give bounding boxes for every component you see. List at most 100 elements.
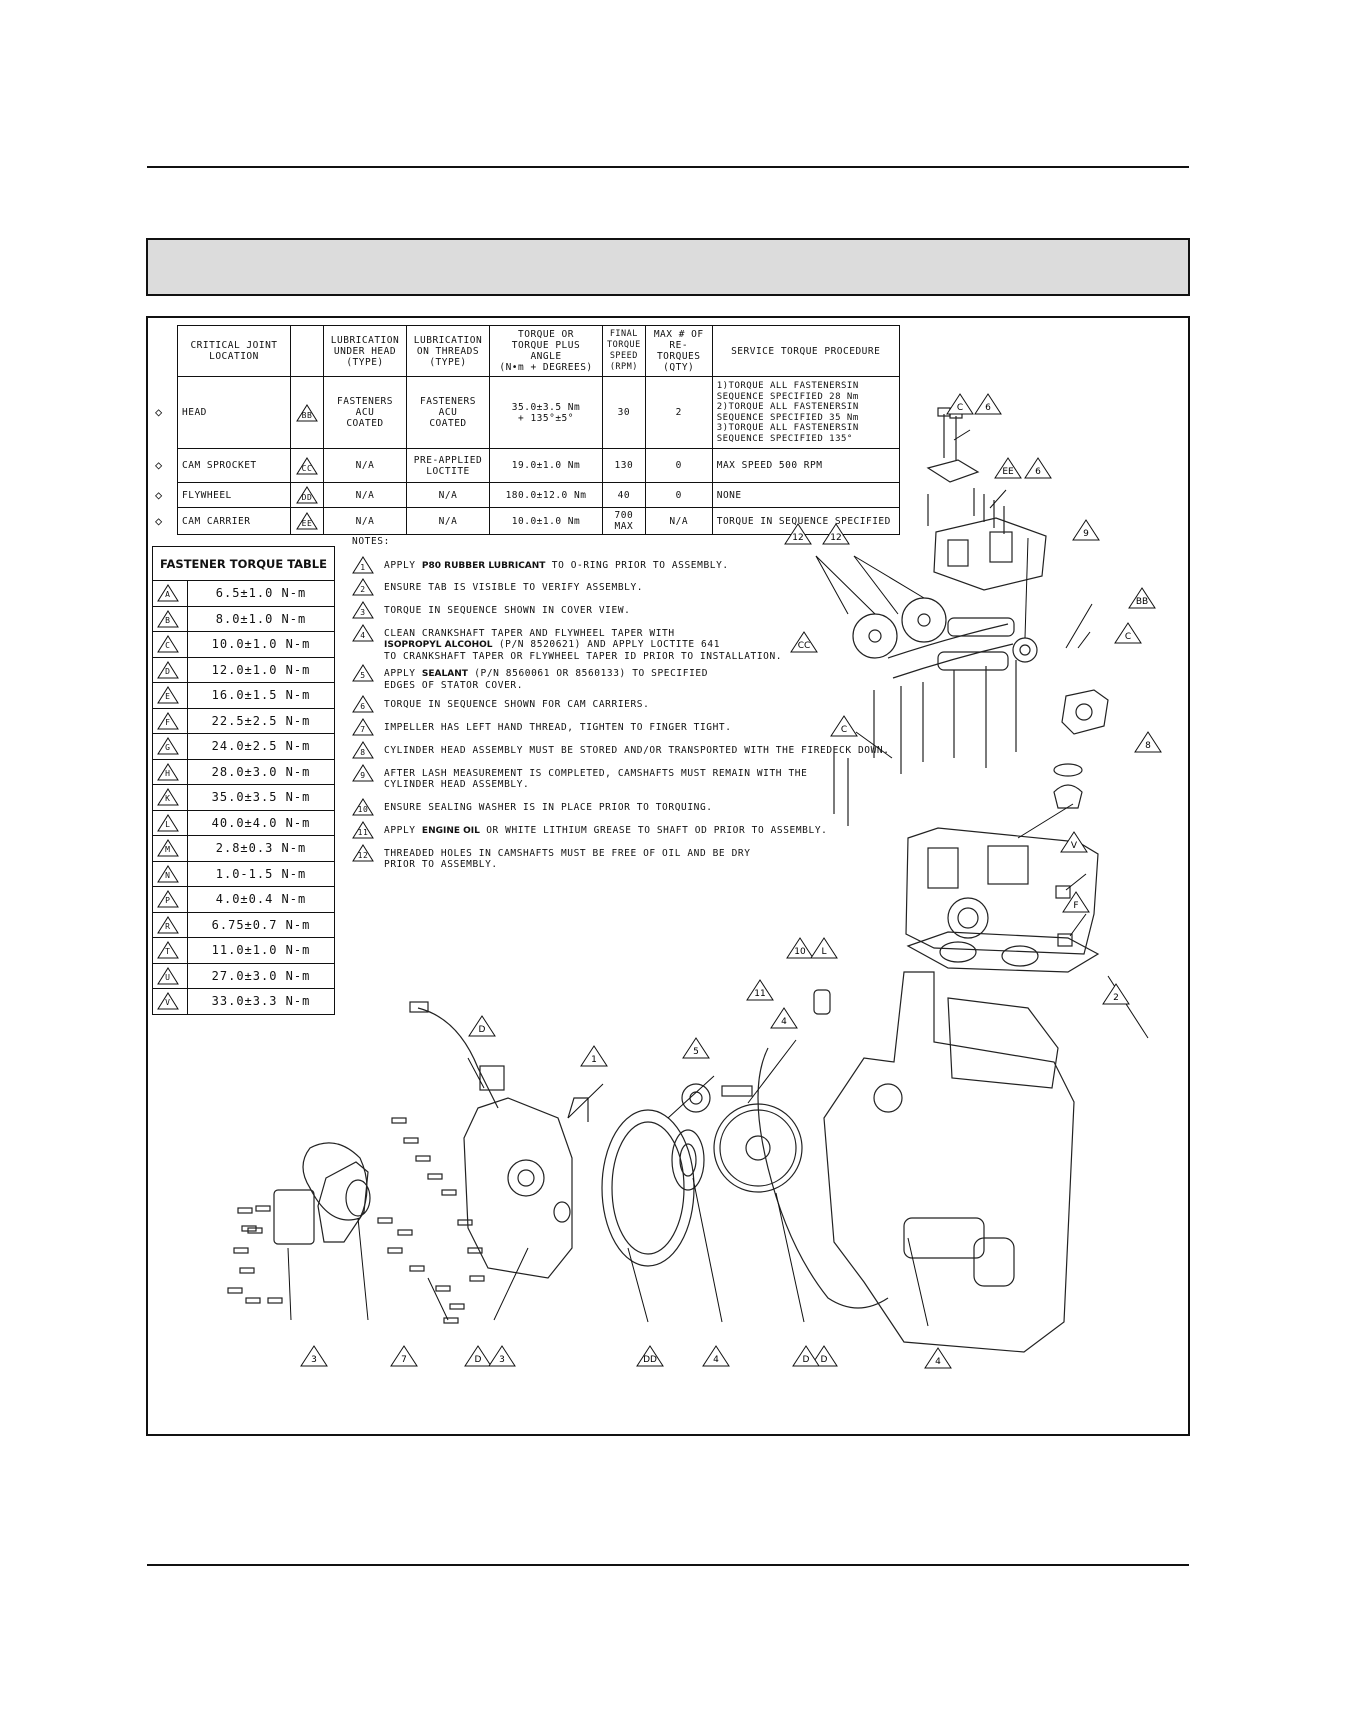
fastener-torque-value: 28.0±3.0 N-m	[187, 758, 335, 785]
callout-label: L	[821, 947, 826, 957]
diagram-callout: C	[830, 715, 858, 737]
callout-label: 7	[401, 1355, 407, 1365]
callout-label: 12	[792, 533, 803, 543]
bolt-icon	[233, 1247, 249, 1254]
note-number-icon: 11	[352, 821, 374, 839]
bolt-icon	[435, 1285, 451, 1292]
callout-label: 3	[499, 1355, 505, 1365]
note-number-icon: 3	[352, 601, 374, 619]
callout-triangle	[786, 937, 814, 959]
callout-label: DD	[301, 493, 313, 502]
diamond-icon: ◇	[155, 513, 163, 528]
note-text: TORQUE IN SEQUENCE SHOWN IN COVER VIEW.	[384, 605, 630, 616]
triangle-icon	[352, 624, 374, 642]
location-cell: ◇HEAD	[155, 376, 291, 449]
note-number: 3	[360, 608, 366, 617]
fastener-torque-value: 35.0±3.5 N-m	[187, 784, 335, 811]
triangle-icon	[157, 941, 179, 959]
bolt-icon	[397, 1229, 413, 1236]
callout-label: C	[1125, 632, 1131, 642]
fastener-torque-value: 27.0±3.0 N-m	[187, 962, 335, 989]
fastener-letter-cell: K	[152, 784, 188, 811]
callout-triangle	[1102, 983, 1130, 1005]
note-text: TORQUE IN SEQUENCE SHOWN FOR CAM CARRIER…	[384, 699, 649, 710]
note-number-icon: 9	[352, 764, 374, 782]
diagram-callout: 2	[1102, 983, 1130, 1005]
callout-label: CC	[301, 463, 313, 473]
triangle-callout-icon: K	[157, 788, 179, 806]
note-text-part: ENSURE TAB IS VISIBLE TO VERIFY ASSEMBLY…	[384, 582, 644, 593]
diagram-callout: EE	[994, 457, 1022, 479]
fastener-torque-value: 6.75±0.7 N-m	[187, 911, 335, 938]
fastener-letter: A	[165, 590, 171, 600]
callout-triangle	[790, 631, 818, 653]
callout-label: 4	[713, 1355, 719, 1365]
triangle-callout-icon: D	[157, 660, 179, 679]
critical-joint-table: CRITICAL JOINT LOCATION LUBRICATION UNDE…	[155, 325, 900, 535]
triangle-callout-icon: M	[157, 839, 179, 857]
triangle-icon	[352, 741, 374, 759]
callout-triangle	[994, 457, 1022, 479]
callout-label: 3	[311, 1355, 317, 1365]
procedure-cell: NONE	[711, 482, 900, 508]
note-text-part: CLEAN CRANKSHAFT TAPER AND FLYWHEEL TAPE…	[384, 628, 675, 639]
fastener-letter-cell: V	[152, 988, 188, 1015]
triangle-callout-icon: H	[157, 762, 179, 781]
callout-triangle	[488, 1345, 516, 1367]
note-emphasis: ENGINE OIL	[421, 826, 480, 836]
callout-label: BB	[301, 410, 313, 420]
note-text: CLEAN CRANKSHAFT TAPER AND FLYWHEEL TAPE…	[384, 628, 782, 662]
table-header-row: CRITICAL JOINT LOCATION LUBRICATION UNDE…	[177, 325, 900, 377]
note-emphasis: ISOPROPYL ALCOHOL	[384, 640, 493, 650]
diagram-callout: V	[1060, 831, 1088, 853]
bolt-icon	[467, 1247, 483, 1254]
fastener-torque-value: 33.0±3.3 N-m	[187, 988, 335, 1015]
diamond-icon: ◇	[155, 405, 163, 419]
diagram-callout: 6	[1024, 457, 1052, 479]
triangle-icon	[157, 966, 179, 985]
callout-triangle	[464, 1345, 492, 1367]
note-number: 8	[360, 748, 366, 757]
triangle-icon	[352, 798, 374, 816]
callout-triangle	[810, 937, 838, 959]
diagram-callout: DD	[636, 1345, 664, 1367]
diagram-callout: D	[468, 1015, 496, 1037]
location-label: FLYWHEEL	[182, 489, 232, 501]
diagram-callout: 5	[682, 1037, 710, 1059]
fastener-letter: C	[165, 641, 171, 651]
diagram-callout: 8	[1134, 731, 1162, 753]
engine-parts-drawing	[227, 407, 1109, 1353]
leader-lines	[287, 429, 1149, 1327]
fastener-row: K 35.0±3.5 N-m	[152, 784, 335, 811]
diamond-icon: ◇	[155, 487, 163, 502]
diagram-callout: 11	[746, 979, 774, 1001]
procedure-cell: 1)TORQUE ALL FASTENERSIN SEQUENCE SPECIF…	[711, 376, 900, 449]
diagram-callout: CC	[790, 631, 818, 653]
diagram-callout: D	[464, 1345, 492, 1367]
diagram-callout: 4	[924, 1347, 952, 1369]
note-text-part: AFTER LASH MEASUREMENT IS COMPLETED, CAM…	[384, 768, 808, 790]
fastener-letter: G	[165, 743, 171, 753]
bolt-icon	[427, 1173, 443, 1180]
col-callout	[290, 325, 324, 377]
callout-label: CC	[798, 641, 811, 651]
note-text-part: APPLY	[384, 825, 422, 836]
fastener-torque-value: 16.0±1.5 N-m	[187, 682, 335, 709]
callout-triangle	[946, 393, 974, 415]
callout-label: D	[475, 1355, 482, 1365]
triangle-icon	[157, 992, 179, 1010]
diagram-callout: 7	[390, 1345, 418, 1367]
note-text-part: ENSURE SEALING WASHER IS IN PLACE PRIOR …	[384, 802, 713, 813]
triangle-icon	[352, 764, 374, 782]
note-number: 1	[360, 563, 366, 572]
callout-triangle	[1024, 457, 1052, 479]
fastener-torque-value: 22.5±2.5 N-m	[187, 707, 335, 734]
callout-triangle	[1134, 731, 1162, 753]
